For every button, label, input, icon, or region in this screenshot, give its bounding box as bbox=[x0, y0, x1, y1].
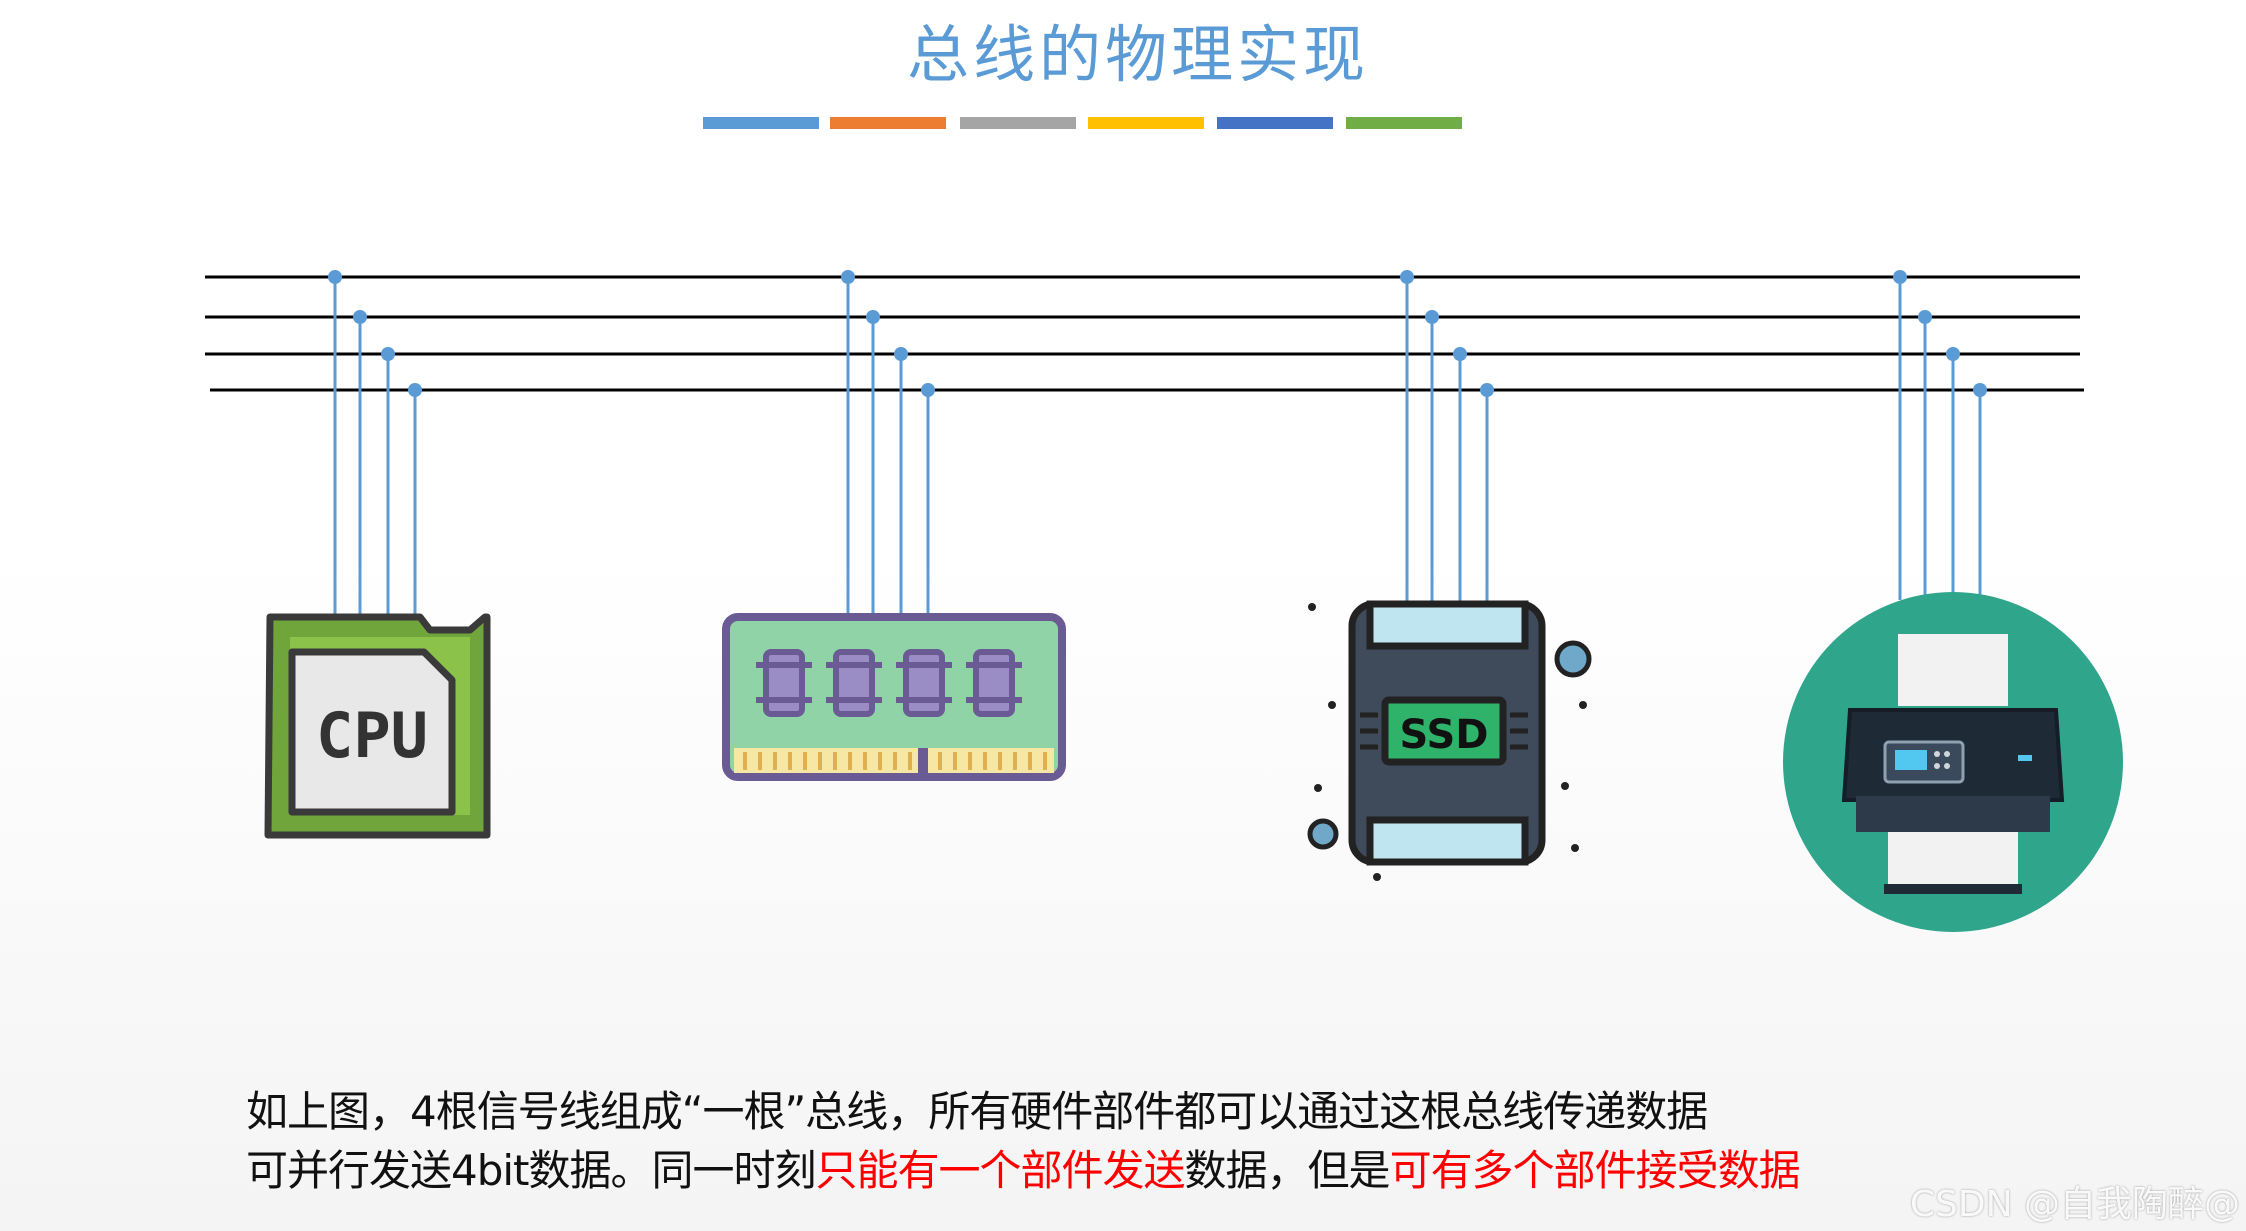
accent-bar-5 bbox=[1217, 117, 1333, 129]
tap-junction-ram-1 bbox=[841, 270, 855, 284]
accent-bar-4 bbox=[1088, 117, 1204, 129]
desc-text-a: 可并行发送4bit数据。同一时刻 bbox=[246, 1146, 817, 1195]
tap-junction-ssd-1 bbox=[1400, 270, 1414, 284]
csdn-watermark: CSDN @自我陶醉@ bbox=[1909, 1184, 2240, 1225]
accent-bar-6 bbox=[1346, 117, 1462, 129]
ssd-label: SSD bbox=[1399, 712, 1488, 758]
ssd-drive-icon: SSD bbox=[1307, 600, 1592, 881]
accent-bar-2 bbox=[830, 117, 946, 129]
ram-module-icon bbox=[722, 613, 1066, 781]
tap-junction-printer-3 bbox=[1946, 347, 1960, 361]
desc-highlight-multi-receiver: 可有多个部件接受数据 bbox=[1389, 1146, 1801, 1195]
printer-icon bbox=[1783, 592, 2123, 932]
tap-junction-cpu-2 bbox=[353, 310, 367, 324]
tap-junction-ram-2 bbox=[866, 310, 880, 324]
tap-junction-printer-1 bbox=[1893, 270, 1907, 284]
title-accent-bars bbox=[703, 117, 1462, 129]
accent-bar-3 bbox=[960, 117, 1076, 129]
cpu-chip-icon: CPU bbox=[264, 613, 491, 839]
bus-lines bbox=[205, 275, 2084, 392]
description-line-1: 如上图，4根信号线组成“一根”总线，所有硬件部件都可以通过这根总线传递数据 bbox=[246, 1087, 1708, 1136]
accent-bar-1 bbox=[703, 117, 819, 129]
tap-junction-ssd-2 bbox=[1425, 310, 1439, 324]
tap-junction-printer-4 bbox=[1973, 383, 1987, 397]
tap-junction-cpu-1 bbox=[328, 270, 342, 284]
tap-junction-ssd-4 bbox=[1480, 383, 1494, 397]
tap-junction-ssd-3 bbox=[1453, 347, 1467, 361]
cpu-label: CPU bbox=[316, 699, 428, 772]
page-title: 总线的物理实现 bbox=[906, 18, 1369, 91]
tap-junction-cpu-4 bbox=[408, 383, 422, 397]
desc-highlight-single-sender: 只能有一个部件发送 bbox=[815, 1146, 1186, 1195]
bus-taps bbox=[328, 270, 1987, 622]
tap-junction-ram-3 bbox=[894, 347, 908, 361]
desc-text-b: 数据，但是 bbox=[1184, 1146, 1391, 1195]
tap-junction-cpu-3 bbox=[381, 347, 395, 361]
tap-junction-ram-4 bbox=[921, 383, 935, 397]
tap-junction-printer-2 bbox=[1918, 310, 1932, 324]
description-line-2: 可并行发送4bit数据。同一时刻只能有一个部件发送数据，但是可有多个部件接受数据 bbox=[246, 1137, 1801, 1198]
